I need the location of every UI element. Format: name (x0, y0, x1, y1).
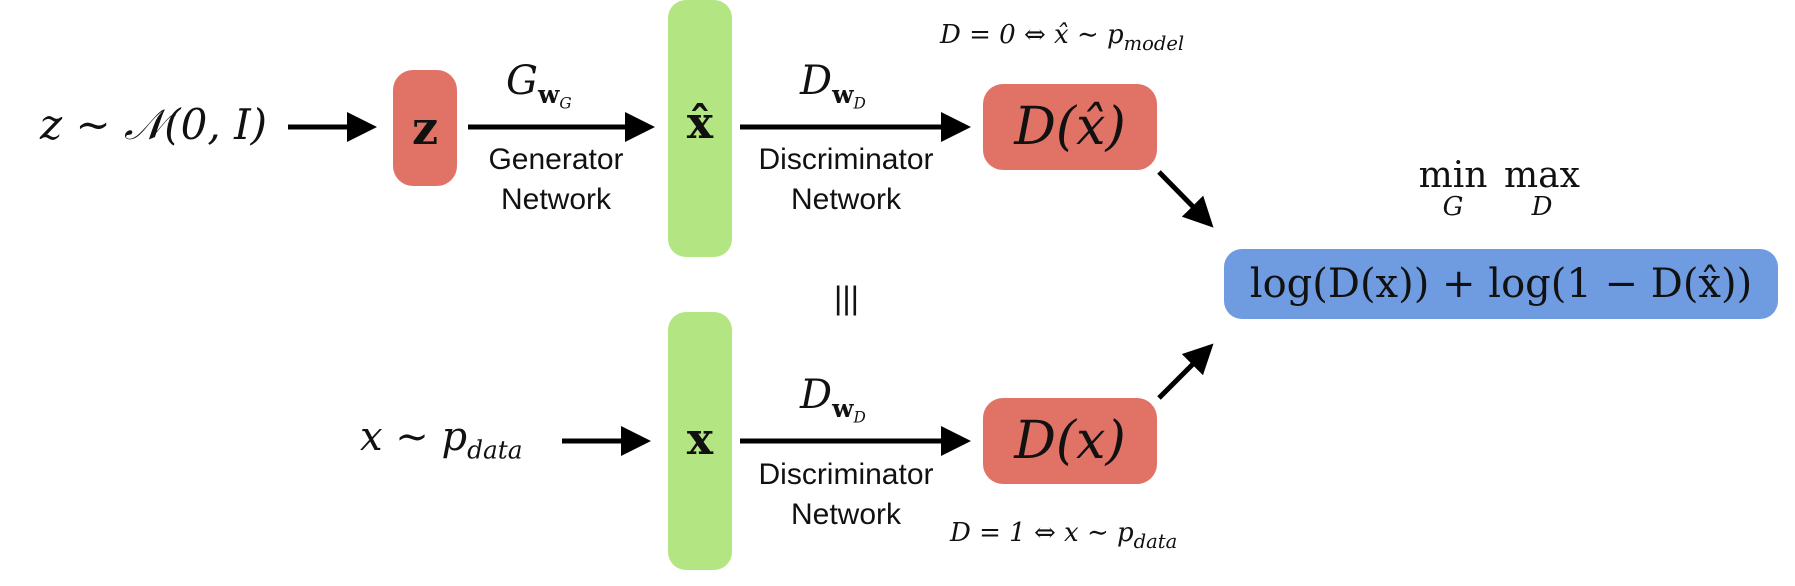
x-data-label: x ∼ pdata (360, 414, 523, 465)
x-hat-node: x̂ (668, 0, 732, 257)
z-input-label: z ∼ 𝒩(0, I) (40, 100, 268, 149)
disc-top-symbol: DwD (800, 58, 866, 113)
x-node-label: x (686, 414, 714, 465)
equivalence-mark: ||| (834, 280, 859, 316)
loss-node-label: log(D(x)) + log(1 − D(x̂)) (1249, 261, 1753, 307)
disc-bottom-network-label: Discriminator Network (758, 458, 934, 531)
x-node: x (668, 312, 732, 570)
d-xhat-node: D(x̂) (983, 84, 1157, 170)
d-xhat-node-label: D(x̂) (1014, 97, 1126, 157)
generator-network-label: Generator Network (488, 143, 624, 216)
arrow-dx-to-loss (1157, 343, 1214, 400)
d-x-node-label: D(x) (1014, 411, 1126, 471)
loss-node: log(D(x)) + log(1 − D(x̂)) (1224, 249, 1778, 319)
generator-symbol: GwG (506, 58, 572, 113)
max-operator: max D (1504, 155, 1580, 222)
x-hat-node-label: x̂ (686, 98, 714, 149)
z-node-label: z (411, 101, 439, 155)
disc-top-network-label: Discriminator Network (758, 143, 934, 216)
z-node: z (393, 70, 457, 186)
bottom-condition-label: D = 1 ⇔ x ∼ pdata (950, 518, 1178, 553)
d-x-node: D(x) (983, 398, 1157, 484)
top-condition-label: D = 0 ⇔ x̂ ∼ pmodel (940, 20, 1185, 55)
min-operator: min G (1418, 155, 1488, 222)
arrow-dhat-to-loss (1157, 170, 1214, 228)
disc-bottom-symbol: DwD (800, 372, 866, 427)
